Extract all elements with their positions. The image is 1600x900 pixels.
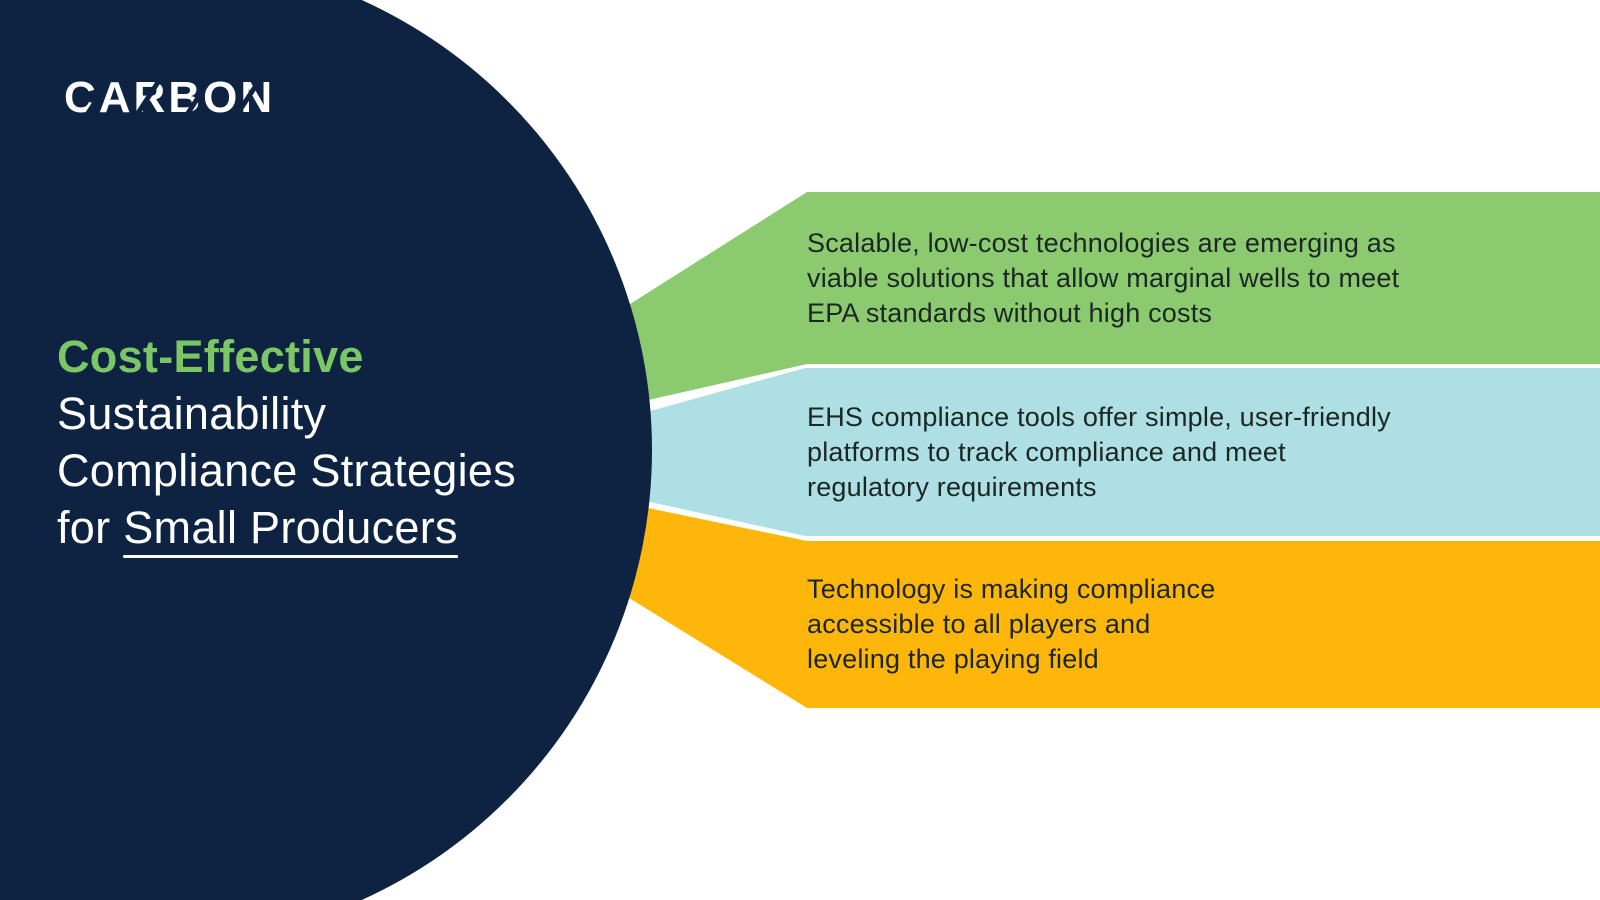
ribbon-text-blue: EHS compliance tools offer simple, user-… (807, 368, 1391, 536)
ribbon-text-line: viable solutions that allow marginal wel… (807, 262, 1400, 293)
ribbon-text-line: EHS compliance tools offer simple, user-… (807, 401, 1391, 432)
ribbon-text-line: accessible to all players and (807, 609, 1151, 639)
ribbon-text-line: Technology is making compliance (807, 574, 1216, 604)
ribbon-blue (600, 368, 1600, 536)
ribbon-orange (600, 498, 1600, 708)
ribbon-text-line: platforms to track compliance and meet (807, 436, 1286, 467)
ribbon-green (600, 192, 1600, 411)
title-line: Compliance Strategies (57, 445, 517, 496)
title-line-prefix: for (57, 502, 124, 553)
ribbon-text-green: Scalable, low-cost technologies are emer… (807, 192, 1399, 364)
ribbon-text-orange: Technology is making compliance accessib… (807, 541, 1215, 708)
title-line: for Small Producers (57, 499, 516, 556)
ribbon-text-line: EPA standards without high costs (807, 297, 1213, 328)
brand-circle (0, 0, 652, 900)
ribbon-text-line: regulatory requirements (807, 471, 1097, 502)
ribbon-text-line: leveling the playing field (807, 644, 1099, 674)
title-line: Sustainability (57, 388, 327, 439)
page-title: Cost-Effective Sustainability Compliance… (57, 328, 516, 556)
ribbon-text-line: Scalable, low-cost technologies are emer… (807, 227, 1396, 258)
brand-logo: CARBON (64, 74, 275, 126)
title-highlight: Cost-Effective (57, 331, 364, 382)
title-underlined-text: Small Producers (123, 502, 458, 553)
